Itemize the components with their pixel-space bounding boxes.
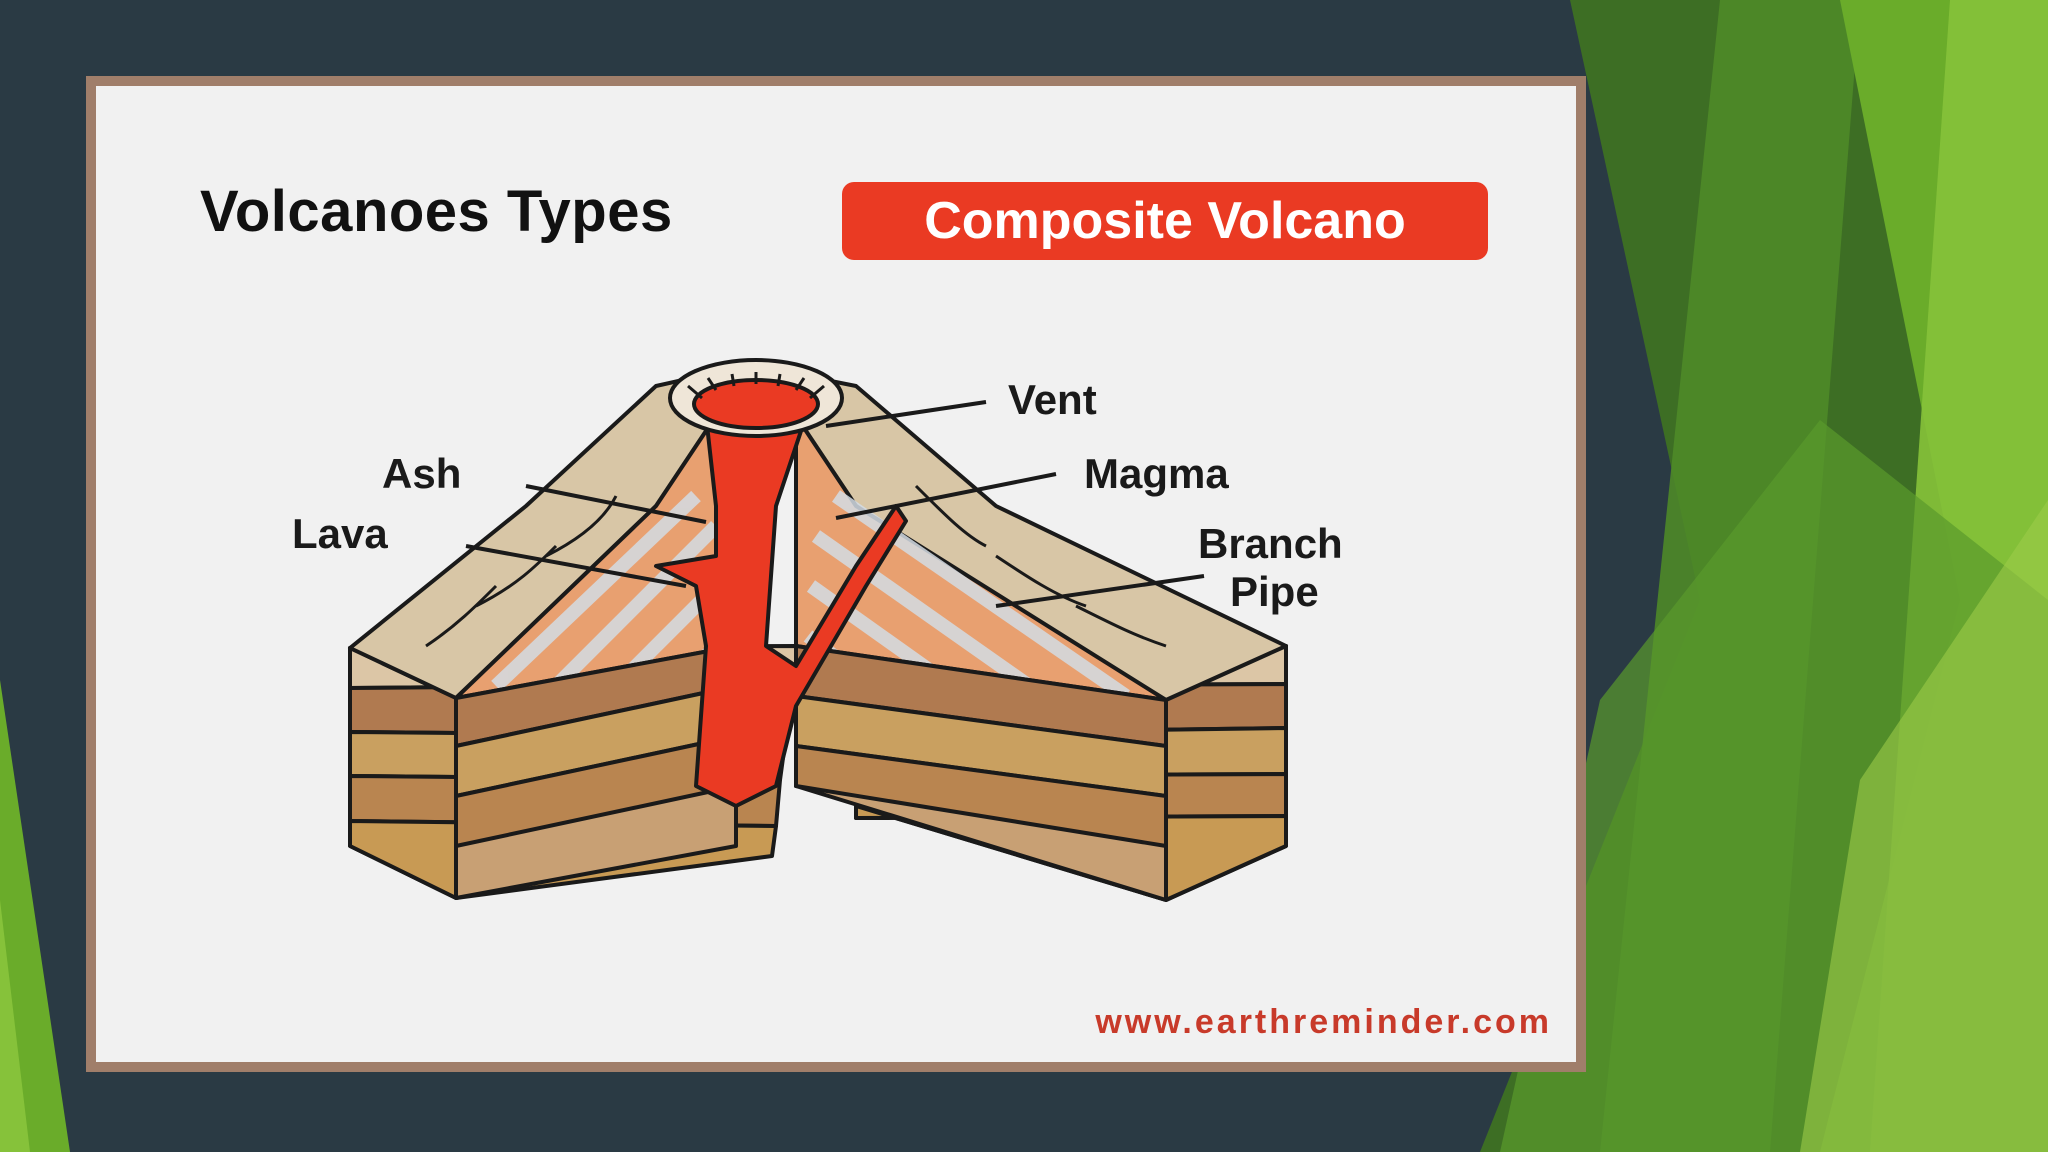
magma-leader <box>835 472 1057 520</box>
volcano-type-badge: Composite Volcano <box>842 182 1488 260</box>
crater <box>668 358 844 438</box>
leader-lines <box>465 400 1205 608</box>
volcano-diagram: Vent Magma Ash Lava Branch Pipe <box>292 358 1343 902</box>
source-watermark: www.earthreminder.com <box>1095 1003 1552 1041</box>
page-title: Volcanoes Types <box>200 179 673 244</box>
magma-conduit <box>654 414 908 808</box>
ash-leader <box>525 484 707 524</box>
label-pipe: Pipe <box>1230 568 1319 615</box>
diagram-card: Vent Magma Ash Lava Branch Pipe Volcanoe… <box>86 76 1586 1072</box>
label-vent: Vent <box>1008 376 1097 423</box>
label-ash: Ash <box>382 450 461 497</box>
label-branch: Branch <box>1198 520 1343 567</box>
lava-leader <box>465 544 687 588</box>
vent-leader <box>825 400 987 428</box>
label-lava: Lava <box>292 510 388 557</box>
branch-pipe-leader <box>995 574 1205 608</box>
label-magma: Magma <box>1084 450 1229 497</box>
